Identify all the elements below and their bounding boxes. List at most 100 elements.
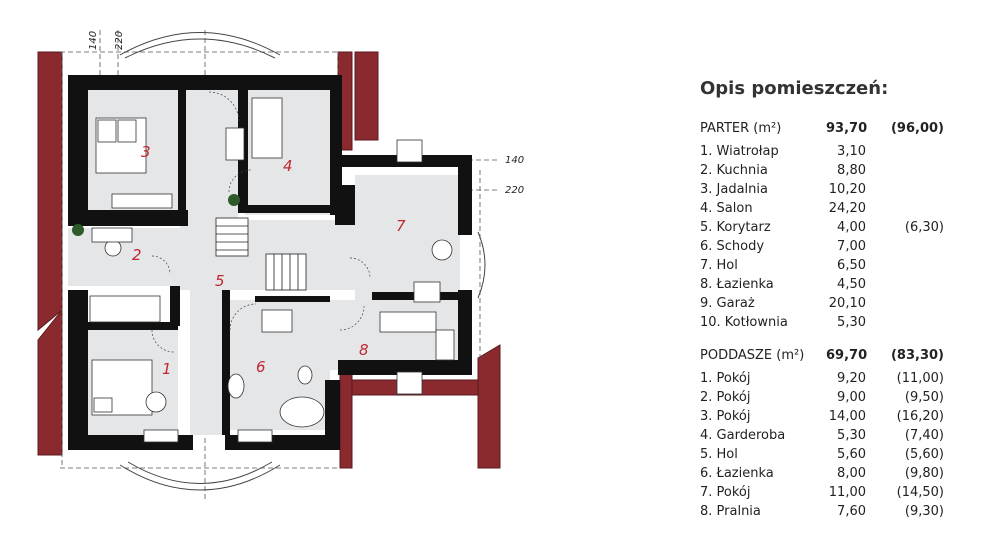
legend-title: Opis pomieszczeń: bbox=[700, 78, 889, 99]
room-name: 10. Kotłownia bbox=[700, 315, 788, 330]
parter-rooms: 1. Wiatrołap 3,10 2. Kuchnia 8,80 3. Jadalni… bbox=[700, 142, 970, 332]
staircase bbox=[215, 217, 307, 291]
room-area-alt bbox=[866, 161, 944, 180]
legend-row: 10. Kotłownia 5,30 bbox=[700, 313, 970, 332]
legend-row: 5. Hol 5,60 (5,60) bbox=[700, 445, 970, 464]
room-name: 4. Salon bbox=[700, 201, 753, 216]
room-area: 24,20 bbox=[828, 201, 866, 216]
room-name: 1. Wiatrołap bbox=[700, 144, 779, 159]
room-area: 7,60 bbox=[837, 504, 866, 519]
room-area: 5,30 bbox=[837, 315, 866, 330]
room-area-alt: (6,30) bbox=[904, 220, 944, 235]
room-name: 2. Kuchnia bbox=[700, 163, 768, 178]
parter-section: PARTER (m²) 93,70 (96,00) 1. Wiatrołap 3,… bbox=[700, 119, 970, 332]
bay-windows bbox=[119, 32, 486, 491]
room-name: 8. Pralnia bbox=[700, 504, 761, 519]
room-name: 5. Korytarz bbox=[700, 220, 771, 235]
room-label-6: 6 bbox=[256, 358, 266, 376]
poddasze-section: PODDASZE (m²) 69,70 (83,30) 1. Pokój 9,20… bbox=[700, 346, 970, 521]
room-area: 5,30 bbox=[837, 428, 866, 443]
room-area-alt: (11,00) bbox=[896, 371, 944, 386]
legend-row: 6. Schody 7,00 bbox=[700, 237, 970, 256]
room-area: 7,00 bbox=[837, 239, 866, 254]
room-area-alt bbox=[866, 313, 944, 332]
door-swings bbox=[151, 91, 371, 353]
room-area: 8,80 bbox=[837, 163, 866, 178]
room-area-alt bbox=[866, 275, 944, 294]
room-area: 3,10 bbox=[837, 144, 866, 159]
dimension-label-top-right: 220 bbox=[114, 31, 125, 50]
room-area-alt bbox=[866, 180, 944, 199]
room-name: 1. Pokój bbox=[700, 371, 751, 386]
dimension-label-top-left: 140 bbox=[88, 31, 99, 50]
room-name: 6. Schody bbox=[700, 239, 765, 254]
poddasze-header: PODDASZE (m²) 69,70 (83,30) bbox=[700, 346, 970, 365]
room-area: 14,00 bbox=[828, 409, 866, 424]
parter-area: 93,70 bbox=[826, 121, 868, 136]
room-area-alt bbox=[866, 237, 944, 256]
poddasze-area-alt: (83,30) bbox=[890, 348, 944, 363]
room-labels: 1 2 3 4 5 6 7 8 bbox=[132, 143, 406, 378]
parter-label: PARTER (m²) bbox=[700, 121, 782, 136]
room-area-alt: (16,20) bbox=[896, 409, 944, 424]
room-name: 3. Jadalnia bbox=[700, 182, 768, 197]
legend-row: 3. Pokój 14,00 (16,20) bbox=[700, 407, 970, 426]
room-name: 2. Pokój bbox=[700, 390, 751, 405]
room-label-2: 2 bbox=[132, 246, 142, 264]
room-name: 8. Łazienka bbox=[700, 277, 774, 292]
legend-row: 8. Pralnia 7,60 (9,30) bbox=[700, 502, 970, 521]
legend-row: 2. Kuchnia 8,80 bbox=[700, 161, 970, 180]
plants bbox=[72, 194, 240, 236]
parter-area-alt: (96,00) bbox=[890, 121, 944, 136]
room-area: 5,60 bbox=[837, 447, 866, 462]
legend-row: 5. Korytarz 4,00 (6,30) bbox=[700, 218, 970, 237]
room-area-alt: (5,60) bbox=[904, 447, 944, 462]
room-area: 8,00 bbox=[837, 466, 866, 481]
legend-row: 7. Hol 6,50 bbox=[700, 256, 970, 275]
room-label-5: 5 bbox=[215, 272, 225, 290]
room-area-alt bbox=[866, 199, 944, 218]
furniture bbox=[89, 97, 455, 443]
room-label-7: 7 bbox=[396, 217, 406, 235]
room-area: 4,50 bbox=[837, 277, 866, 292]
room-area: 6,50 bbox=[837, 258, 866, 273]
room-name: 4. Garderoba bbox=[700, 428, 786, 443]
room-label-1: 1 bbox=[162, 360, 172, 378]
room-area: 9,20 bbox=[837, 371, 866, 386]
room-area-alt: (9,30) bbox=[904, 504, 944, 519]
room-legend: Opis pomieszczeń: PARTER (m²) 93,70 (96,… bbox=[700, 78, 970, 535]
poddasze-rooms: 1. Pokój 9,20 (11,00) 2. Pokój 9,00 (9,50) 3. … bbox=[700, 369, 970, 521]
room-name: 7. Pokój bbox=[700, 485, 751, 500]
parter-header: PARTER (m²) 93,70 (96,00) bbox=[700, 119, 970, 138]
room-label-8: 8 bbox=[359, 341, 369, 359]
legend-row: 2. Pokój 9,00 (9,50) bbox=[700, 388, 970, 407]
room-label-4: 4 bbox=[283, 157, 293, 175]
room-name: 5. Hol bbox=[700, 447, 738, 462]
room-name: 7. Hol bbox=[700, 258, 738, 273]
room-area: 11,00 bbox=[828, 485, 866, 500]
room-area: 9,00 bbox=[837, 390, 866, 405]
poddasze-label: PODDASZE (m²) bbox=[700, 348, 805, 363]
dimension-label-right-upper: 140 bbox=[505, 155, 524, 166]
legend-row: 9. Garaż 20,10 bbox=[700, 294, 970, 313]
room-area-alt bbox=[866, 256, 944, 275]
legend-row: 1. Pokój 9,20 (11,00) bbox=[700, 369, 970, 388]
legend-row: 3. Jadalnia 10,20 bbox=[700, 180, 970, 199]
dimension-label-right-lower: 220 bbox=[505, 185, 524, 196]
room-area-alt: (9,50) bbox=[904, 390, 944, 405]
legend-row: 4. Salon 24,20 bbox=[700, 199, 970, 218]
room-label-3: 3 bbox=[141, 143, 151, 161]
room-area: 10,20 bbox=[828, 182, 866, 197]
room-area: 4,00 bbox=[837, 220, 866, 235]
floor-plan: 1 2 3 4 5 6 7 8 140 220 140 220 bbox=[37, 30, 524, 500]
walls bbox=[68, 75, 472, 450]
dimension-labels: 140 220 140 220 bbox=[88, 31, 524, 196]
room-area-alt bbox=[866, 142, 944, 161]
legend-row: 1. Wiatrołap 3,10 bbox=[700, 142, 970, 161]
room-name: 9. Garaż bbox=[700, 296, 755, 311]
room-name: 3. Pokój bbox=[700, 409, 751, 424]
room-area: 20,10 bbox=[828, 296, 866, 311]
